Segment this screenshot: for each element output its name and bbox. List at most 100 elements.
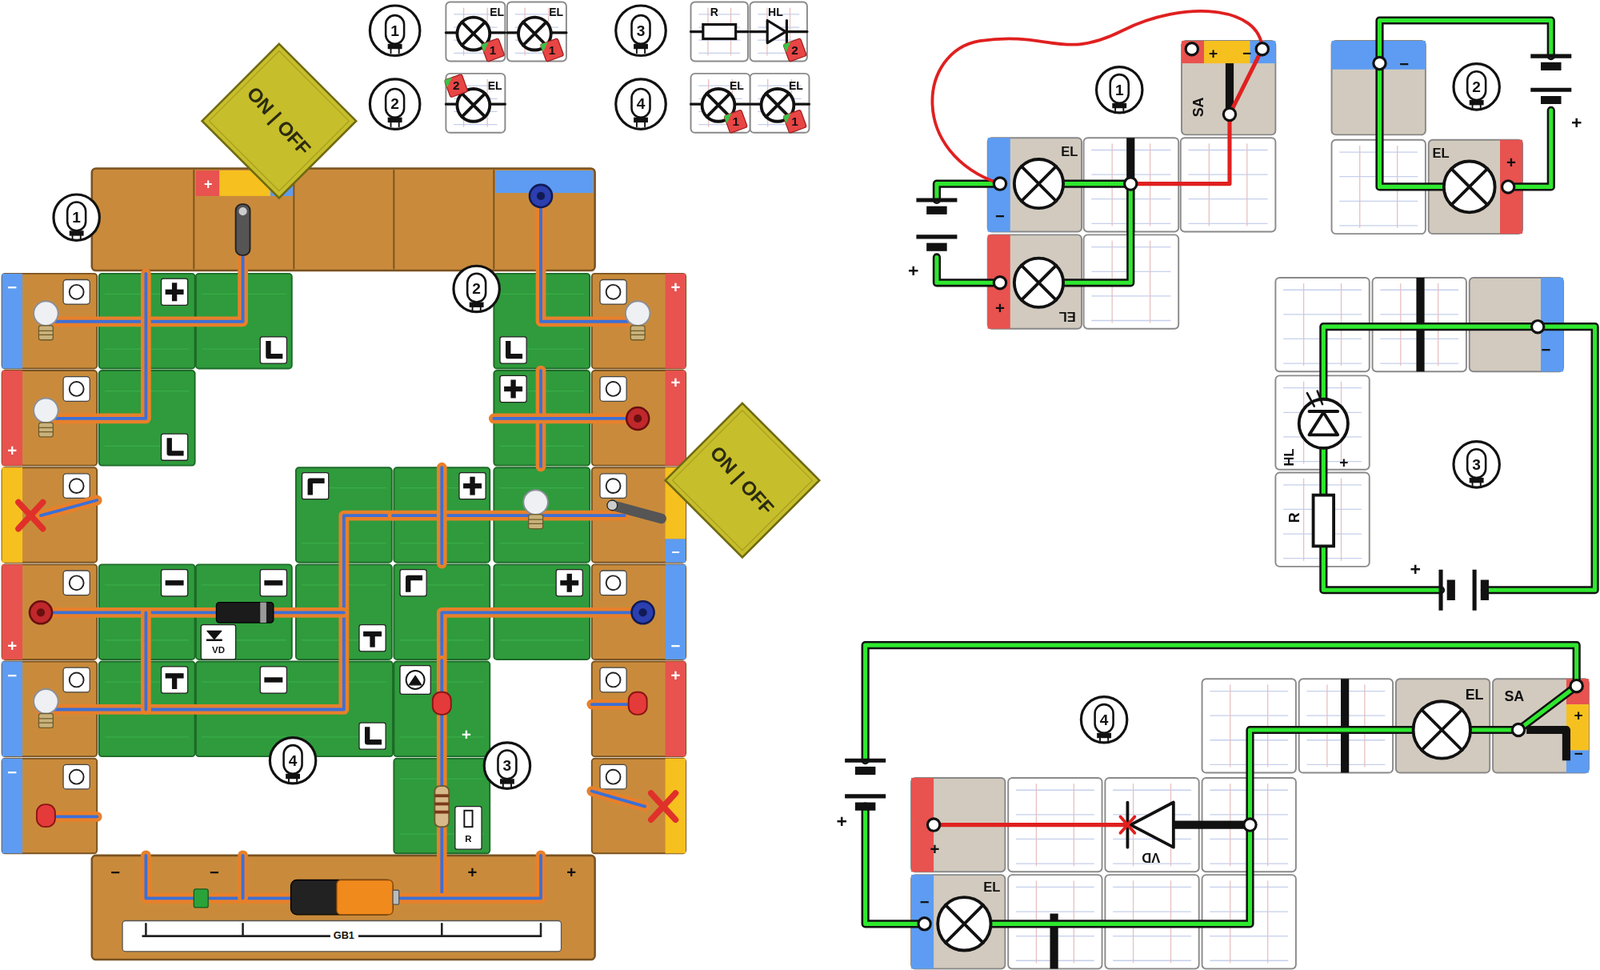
tube-pin — [1480, 482, 1482, 487]
resistor-band — [434, 802, 449, 806]
parts-key-label: EL — [488, 80, 503, 92]
grid-tile — [749, 2, 807, 62]
callout-circle: 4 — [1079, 695, 1128, 744]
terminal-body — [632, 600, 655, 624]
symbol-box — [161, 278, 188, 305]
icon-symbol — [606, 478, 621, 493]
tube-outline — [467, 273, 486, 303]
tube-pin — [390, 48, 392, 53]
battery-plate — [1540, 62, 1562, 71]
lamp-cross — [945, 904, 984, 943]
track-symbol — [359, 624, 386, 652]
callout-ring — [369, 5, 420, 56]
wire-blue — [392, 513, 541, 517]
lamp-cross — [766, 93, 790, 117]
lever-pivot — [607, 500, 618, 511]
grid-tile — [691, 73, 751, 133]
lamp-cross — [707, 93, 731, 117]
terminal-point — [1502, 180, 1515, 193]
schematic-label: + — [929, 840, 940, 857]
schematic-label: + — [1339, 453, 1348, 469]
pcb-trace — [1016, 838, 1094, 840]
lamp-symbol — [1413, 700, 1471, 758]
callout-ring — [453, 265, 500, 312]
schematic-label: VD — [1141, 850, 1160, 864]
diode-symbol — [207, 630, 222, 639]
diamond-outline — [664, 402, 820, 557]
schematic-label: EL — [1060, 144, 1078, 158]
wire-orange — [592, 791, 645, 807]
symbol-box — [359, 624, 386, 652]
tube-base — [1096, 732, 1112, 738]
schematic-label: − — [1399, 56, 1409, 72]
wire-orange — [441, 612, 643, 660]
polarity-strip — [2, 661, 24, 757]
pcb-trace — [1016, 910, 1094, 912]
board-label: R — [464, 834, 472, 844]
count-badge — [444, 73, 468, 97]
wire-outline — [1063, 184, 1131, 284]
lamp-symbol — [1014, 258, 1064, 308]
tube-outline — [385, 15, 404, 44]
symbol-line — [567, 573, 572, 592]
wire-black — [1173, 820, 1251, 829]
track-texture — [500, 639, 584, 640]
wire-orange — [237, 855, 248, 899]
board-label: + — [7, 637, 17, 654]
battery-plate — [916, 234, 957, 239]
terminal-hole — [536, 192, 545, 200]
schematic-label: R — [1286, 512, 1301, 523]
wire-outline — [1379, 63, 1444, 187]
wire-outline — [865, 644, 1577, 760]
led-symbol — [767, 20, 786, 44]
symbol-box — [260, 569, 287, 596]
callout-circle: 3 — [1452, 440, 1501, 489]
symbol-box — [400, 569, 427, 596]
board — [2, 168, 687, 960]
pcb-trace — [1016, 862, 1094, 864]
wire-red — [1130, 48, 1263, 184]
schematic-label: EL — [1059, 309, 1076, 324]
tile-icon — [600, 376, 627, 402]
grid-tile — [691, 2, 748, 62]
board-label: + — [566, 864, 576, 880]
tube-outline — [67, 202, 86, 232]
tube-base — [469, 302, 484, 308]
symbol-line — [172, 675, 177, 689]
callout-ring — [1080, 696, 1127, 743]
board-label: − — [670, 637, 680, 654]
parts-key-label: 1 — [732, 115, 740, 128]
icon-box — [63, 764, 90, 789]
terminal-point — [1124, 177, 1137, 190]
tile-icon — [63, 667, 90, 692]
diamond-outline — [201, 43, 356, 198]
tile-icon — [63, 279, 90, 304]
battery-plate — [926, 206, 948, 215]
switch-lever — [612, 504, 661, 519]
wire-green — [1379, 63, 1444, 187]
lamp-cross — [707, 93, 731, 117]
tube-pin — [636, 122, 638, 127]
pcb-trace — [1016, 813, 1094, 815]
pcb-trace — [1303, 478, 1304, 560]
schematic-label: − — [995, 208, 1005, 224]
bulb-glass — [33, 300, 59, 326]
track-symbol — [260, 569, 287, 596]
on-off-diamond: ON | OFF — [200, 42, 357, 199]
lamp-bulb — [523, 489, 548, 528]
tube-pin — [1099, 737, 1101, 742]
socket-thread — [528, 523, 544, 524]
icon-symbol — [69, 284, 84, 300]
wire-green — [865, 806, 925, 924]
symbol-box — [161, 666, 188, 693]
lever-pivot — [238, 207, 247, 216]
wire-blue — [144, 612, 148, 709]
symbol-box — [302, 472, 329, 500]
wire-blue — [241, 855, 245, 899]
icon-box — [63, 279, 90, 304]
resistor-band — [434, 793, 449, 797]
callout-circle: 1 — [52, 192, 101, 242]
wire-orange — [56, 273, 146, 419]
bulb-glass — [625, 300, 651, 326]
wire-blue — [56, 273, 146, 419]
